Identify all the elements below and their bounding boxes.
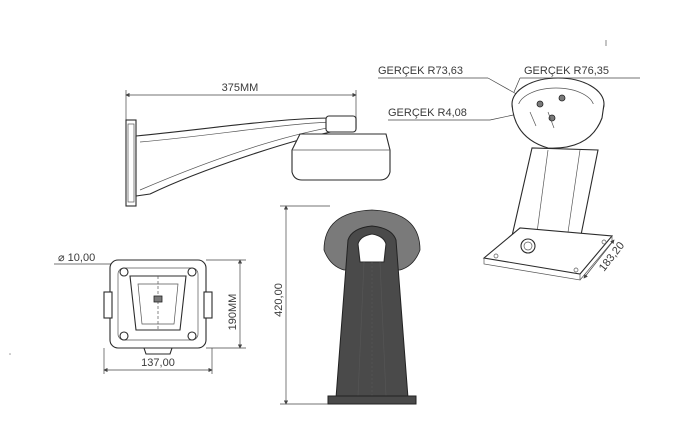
radius-label-2: GERÇEK R76,35: [524, 65, 609, 77]
hole-diameter-label: ⌀ 10,00: [58, 252, 95, 264]
front-height-label: 420,00: [273, 283, 285, 317]
plate-width-label: 137,00: [141, 357, 175, 369]
top-width-label: 375MM: [222, 82, 259, 94]
radius-label-1: GERÇEK R73,63: [378, 65, 463, 77]
isometric-view: GERÇEK R73,63 GERÇEK R76,35 GERÇEK R4,08…: [378, 65, 640, 281]
radius-label-3: GERÇEK R4,08: [388, 107, 467, 119]
front-view: 420,00: [273, 205, 421, 405]
front-base: [327, 395, 417, 405]
dome-housing: [291, 133, 391, 181]
wall-plate: [125, 119, 137, 207]
plate-view: ⌀ 10,00 190MM 137,00: [54, 252, 246, 374]
side-view: 375MM: [125, 82, 391, 207]
plate-height-label: 190MM: [227, 294, 239, 331]
